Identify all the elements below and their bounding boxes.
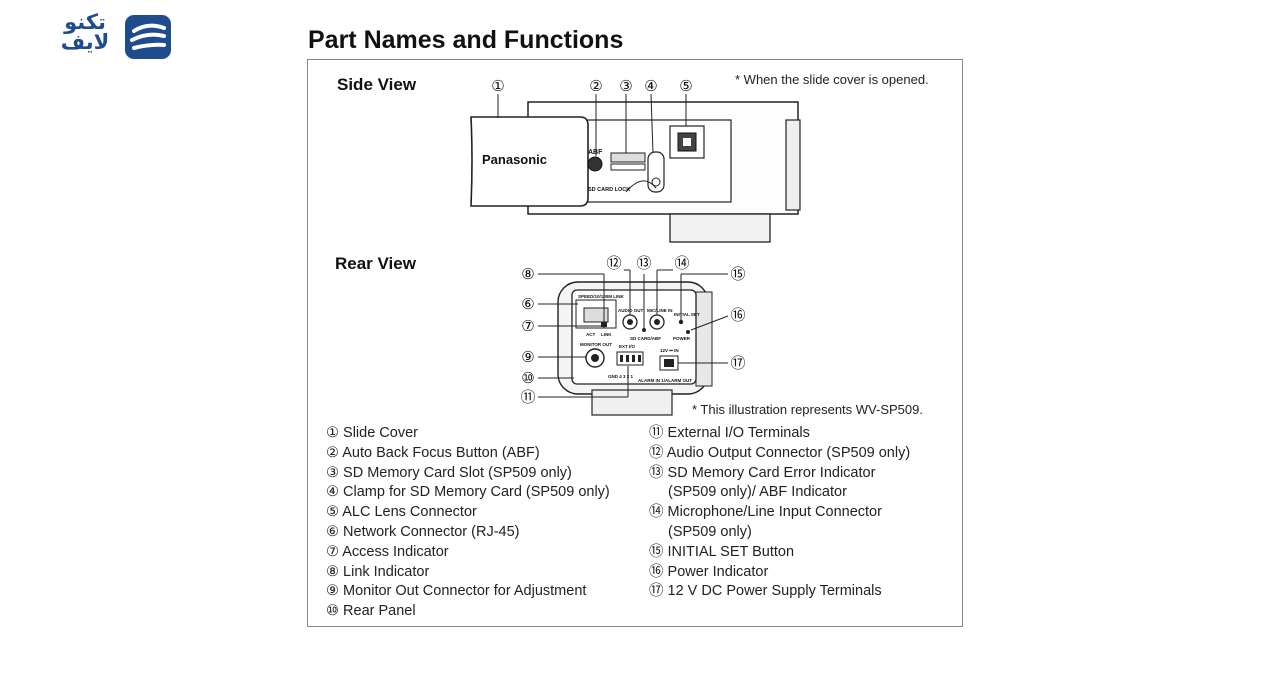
alarm-right-label: ALARM IN 1/ALARM OUT (638, 378, 692, 383)
logo-line-1: تكنو (64, 10, 106, 34)
side-view-heading: Side View (337, 75, 417, 94)
callout-13: ⑬ (636, 254, 651, 272)
logo-mark-icon (125, 15, 171, 59)
callout-16: ⑯ (730, 306, 745, 324)
callout-6: ⑥ (521, 295, 534, 313)
callout-1: ① (491, 77, 504, 95)
list-item-continuation: (SP509 only)/ ABF Indicator (668, 484, 847, 501)
list-item: ⑧ Link Indicator (326, 563, 430, 580)
callout-8: ⑧ (521, 265, 534, 283)
list-item: ⑨ Monitor Out Connector for Adjustment (326, 583, 587, 600)
page-title: Part Names and Functions (308, 26, 624, 54)
speed-label: SPEED/10/100M LINK (578, 294, 625, 299)
mic-line-in-label: MIC/LINE IN (647, 308, 673, 313)
sd-card-abf-label: SD CARD/ABF (630, 336, 661, 341)
callout-5: ⑤ (679, 77, 692, 95)
list-item: ⑭ Microphone/Line Input Connector (649, 504, 882, 521)
logo-line-2: لايف (60, 30, 110, 54)
callout-15: ⑮ (730, 265, 745, 283)
abf-label: ABF (588, 149, 603, 156)
parts-figure-frame: Side View * When the slide cover is open… (307, 59, 963, 627)
list-item-continuation: (SP509 only) (668, 523, 752, 540)
rear-view-diagram: ⑧ ⑥ ⑦ ⑨ ⑩ ⑪ ⑫ ⑬ ⑭ ⑮ ⑯ ⑰ SPEED/10/100M LI… (520, 254, 746, 416)
callout-12: ⑫ (606, 254, 621, 272)
callout-2: ② (589, 77, 602, 95)
callout-7: ⑦ (521, 317, 534, 335)
list-item: ⑬ SD Memory Card Error Indicator (649, 464, 876, 481)
rear-view-heading: Rear View (335, 254, 416, 273)
dc-in-label: 12V ⎓ IN (660, 348, 679, 353)
parts-list-right: ⑪ External I/O Terminals ⑫ Audio Output … (649, 424, 910, 602)
rear-view-note: * This illustration represents WV-SP509. (692, 402, 923, 417)
initial-set-label: INITIAL SET (674, 312, 700, 317)
list-item: ① Slide Cover (326, 425, 418, 441)
list-item: ⑫ Audio Output Connector (SP509 only) (649, 444, 911, 461)
callout-4: ④ (644, 77, 657, 95)
monitor-out-label: MONITOR OUT (580, 342, 612, 347)
list-item: ② Auto Back Focus Button (ABF) (326, 444, 540, 461)
ext-io-label: EXT I/O (619, 344, 636, 349)
list-item: ⑪ External I/O Terminals (649, 425, 810, 441)
side-view-note: * When the slide cover is opened. (735, 72, 929, 87)
list-item: ⑮ INITIAL SET Button (649, 543, 795, 560)
sd-card-lock-label: SD CARD LOCK (588, 187, 630, 193)
parts-list-left: ① Slide Cover ② Auto Back Focus Button (… (326, 424, 610, 622)
list-item: ⑥ Network Connector (RJ-45) (326, 523, 520, 540)
list-item: ③ SD Memory Card Slot (SP509 only) (326, 464, 572, 481)
side-view-diagram: ① ② ③ ④ ⑤ Panasonic ABF SD CARD LOCK (470, 77, 801, 243)
callout-11: ⑪ (520, 388, 535, 406)
callout-9: ⑨ (521, 348, 534, 366)
list-item: ④ Clamp for SD Memory Card (SP509 only) (326, 484, 610, 501)
link-label: LINK (601, 332, 612, 337)
alarm-left-label: GND 4 3 2 1 (608, 374, 634, 379)
audio-out-label: AUDIO OUT (618, 308, 644, 313)
logo-text: تكنو لايف (50, 10, 120, 54)
callout-17: ⑰ (730, 354, 745, 372)
site-logo[interactable]: تكنو لايف (50, 12, 175, 62)
panasonic-brand: Panasonic (482, 152, 547, 167)
act-label: ACT (586, 332, 595, 337)
callout-14: ⑭ (674, 254, 689, 272)
list-item: ⑦ Access Indicator (326, 543, 449, 560)
callout-10: ⑩ (521, 369, 534, 387)
list-item: ⑤ ALC Lens Connector (326, 504, 477, 521)
list-item: ⑩ Rear Panel (326, 603, 416, 620)
power-label: POWER (673, 336, 691, 341)
callout-3: ③ (619, 77, 632, 95)
list-item: ⑰ 12 V DC Power Supply Terminals (649, 583, 882, 600)
list-item: ⑯ Power Indicator (649, 563, 769, 580)
